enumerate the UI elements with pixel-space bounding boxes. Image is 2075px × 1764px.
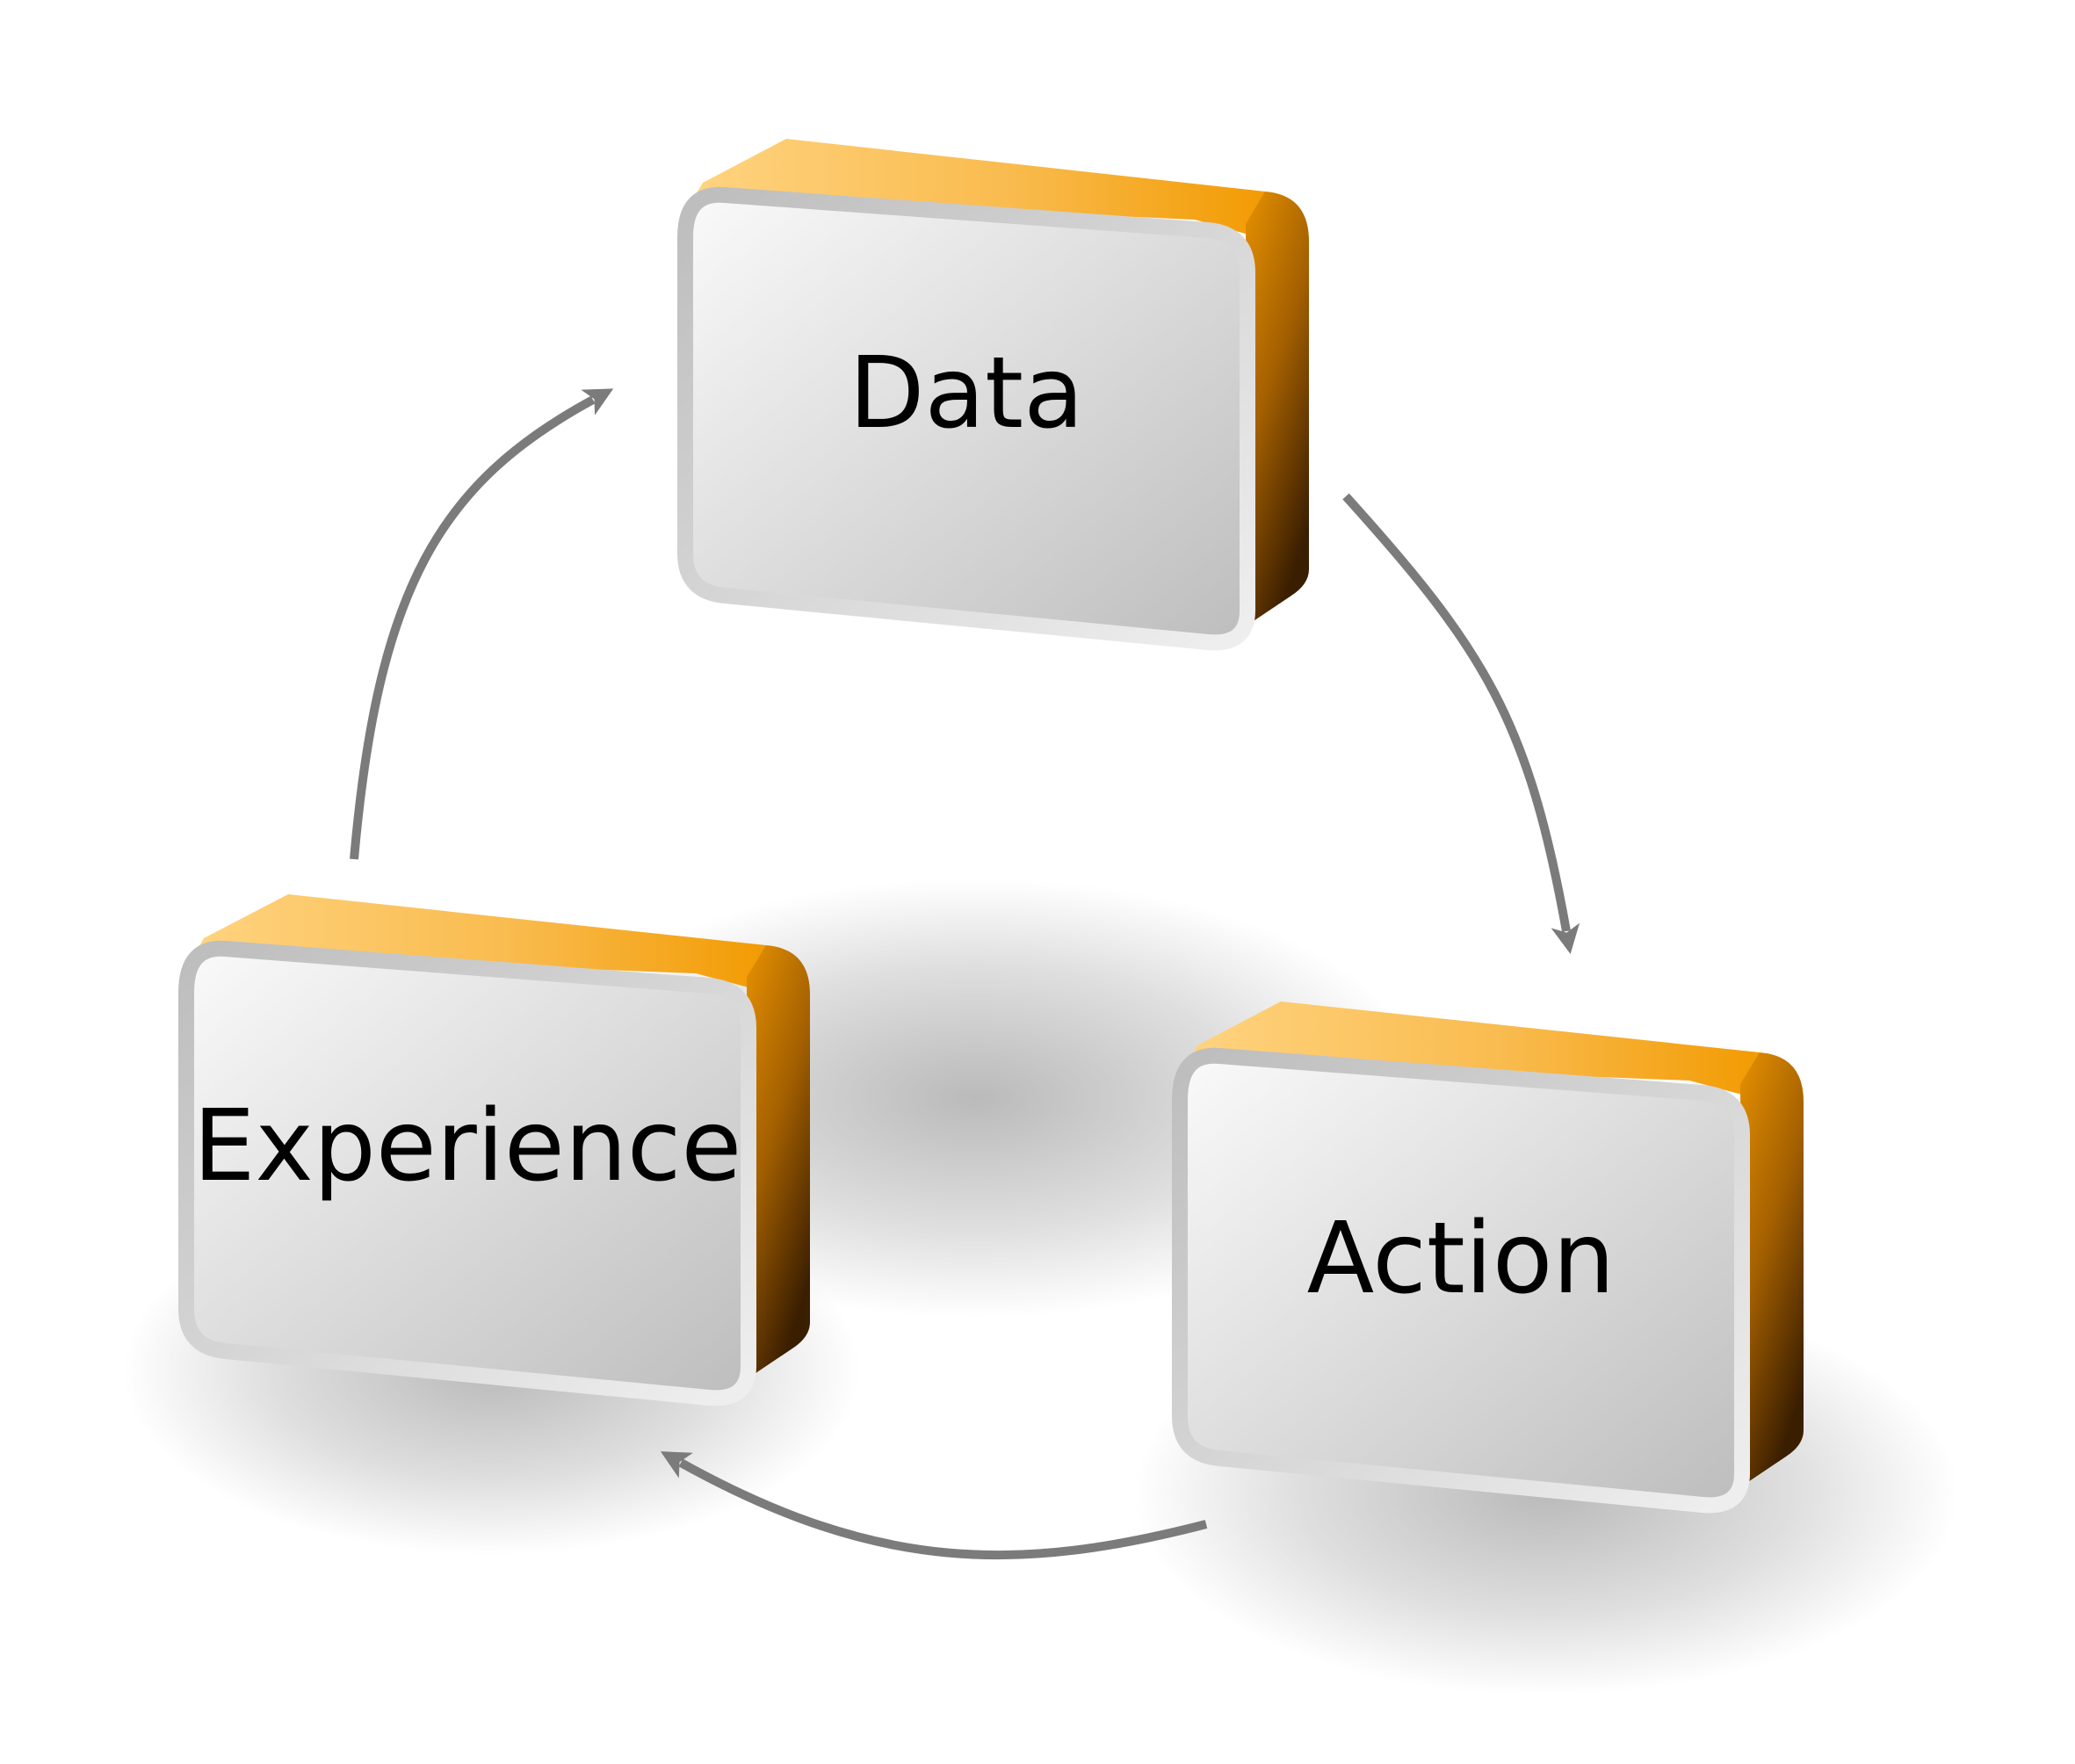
cycle-arrows: [350, 388, 1580, 1560]
node-data-face: [677, 186, 1255, 651]
node-experience-label: Experience: [193, 1089, 742, 1204]
arrow-data-to-action: [1342, 493, 1580, 954]
arrow-action-to-experience: [660, 1451, 1208, 1560]
node-action-label: Action: [1307, 1202, 1616, 1316]
node-experience-face: [178, 940, 756, 1406]
arrow-experience-to-data: [350, 388, 614, 860]
node-data-label: Data: [849, 336, 1083, 451]
node-action: Action: [1172, 1001, 1804, 1514]
node-experience-top: [195, 894, 775, 994]
node-experience: Experience: [178, 894, 810, 1406]
node-data: Data: [677, 139, 1309, 651]
node-action-top: [1189, 1001, 1768, 1102]
node-data-top: [694, 139, 1274, 242]
node-action-face: [1172, 1047, 1750, 1514]
